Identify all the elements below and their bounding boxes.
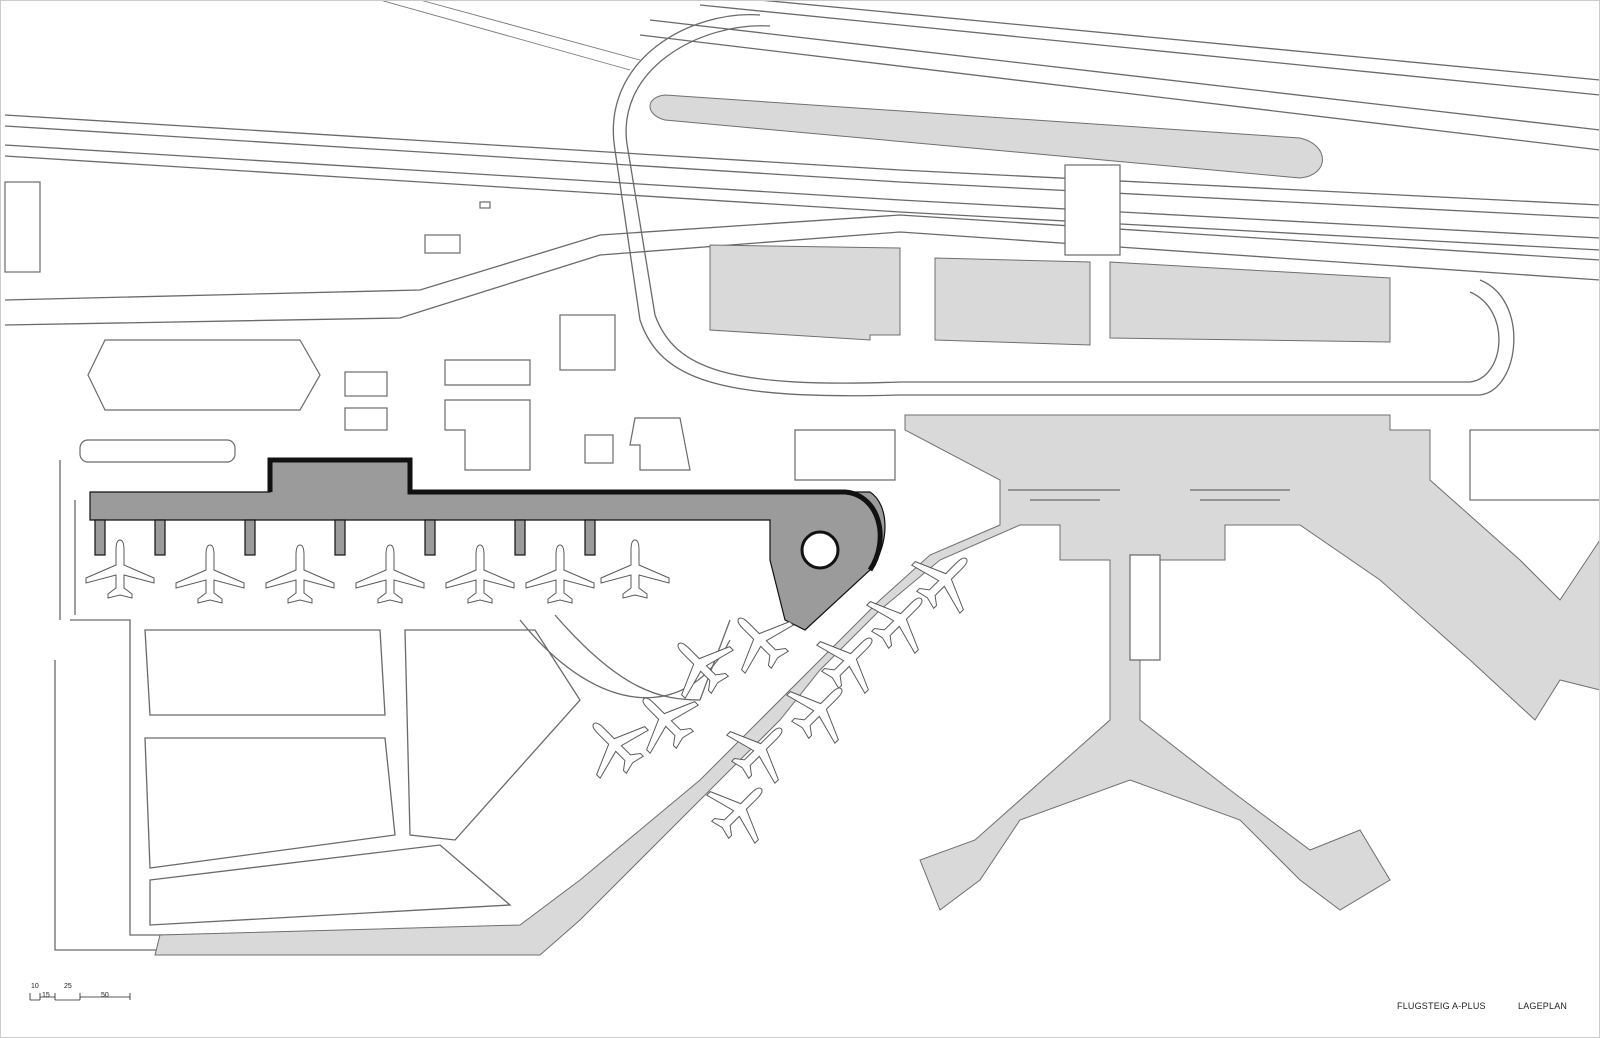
- buildings: [4, 181, 1600, 501]
- scale-tick-15: 15: [42, 992, 50, 999]
- scale-tick-10: 10: [31, 983, 39, 990]
- scale-tick-50: 50: [101, 992, 109, 999]
- rail-station: [649, 94, 1323, 179]
- airfield-roads: [54, 460, 731, 951]
- project-label: FLUGSTEIG A-PLUS: [1397, 1001, 1486, 1011]
- highway-lines: [4, 0, 1600, 326]
- existing-terminal: [154, 414, 1600, 956]
- scale-tick-25: 25: [64, 983, 72, 990]
- parking-garages: [709, 244, 1391, 346]
- scale-bar: 10 15 25 50: [29, 983, 131, 1001]
- station-bridge: [1064, 164, 1121, 256]
- terminal-inner-bracket: [1129, 554, 1161, 661]
- sheet-label: LAGEPLAN: [1518, 1001, 1568, 1011]
- ramp-loop: [612, 14, 1515, 397]
- new-pier-a-plus: [89, 457, 886, 631]
